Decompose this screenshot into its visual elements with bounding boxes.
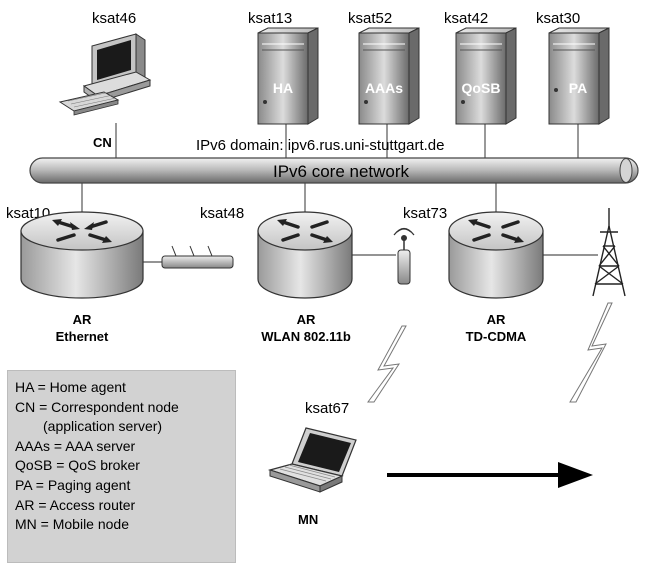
computer-icon xyxy=(58,33,152,116)
legend-item: QoSB = QoS broker xyxy=(15,457,140,474)
core-network-label: IPv6 core network xyxy=(273,162,410,181)
core-network-pipe: IPv6 core network xyxy=(29,157,639,184)
legend-item: CN = Correspondent node xyxy=(15,398,179,415)
router-icon xyxy=(257,211,353,299)
server-icon xyxy=(358,27,420,125)
legend-item: MN = Mobile node xyxy=(15,516,130,533)
cn-workstation: ksat46 CN xyxy=(58,10,152,150)
legend-item: (application server) xyxy=(43,418,163,435)
server-pa: ksat30 PA xyxy=(536,10,610,125)
router-type-eth: AR xyxy=(73,312,92,327)
wireless-signal-icon xyxy=(569,302,613,403)
legend-item: AAAs = AAA server xyxy=(15,437,136,454)
legend-item: AR = Access router xyxy=(15,496,136,513)
mobile-node: ksat67 MN xyxy=(267,400,357,527)
legend-item: HA = Home agent xyxy=(15,379,126,395)
router-wlan: ksat48 AR WLAN 802.11b xyxy=(200,205,353,344)
router-tech-wlan: WLAN 802.11b xyxy=(261,329,351,344)
server-icon xyxy=(455,27,517,125)
mn-label: MN xyxy=(298,512,318,527)
router-tech-eth: Ethernet xyxy=(56,329,109,344)
wireless-signal-icon xyxy=(367,325,407,403)
server-aaas: ksat52 AAAs xyxy=(348,10,420,125)
ethernet-hub xyxy=(161,245,234,269)
server-ha: ksat13 HA xyxy=(248,10,319,125)
server-icon xyxy=(548,27,610,125)
router-icon xyxy=(448,211,544,299)
server-qosb: ksat42 QoSB xyxy=(444,10,517,125)
server-icon xyxy=(257,27,319,125)
label-aaas: AAAs xyxy=(365,80,403,96)
hostname-aaas: ksat52 xyxy=(348,10,392,27)
hostname-ha: ksat13 xyxy=(248,10,292,27)
label-ha: HA xyxy=(273,80,293,96)
cell-tower-icon xyxy=(592,208,626,297)
domain-label: IPv6 domain: ipv6.rus.uni-stuttgart.de xyxy=(196,137,444,154)
hostname-ar-wlan: ksat48 xyxy=(200,205,244,222)
hostname-cn: ksat46 xyxy=(92,10,136,27)
hostname-pa: ksat30 xyxy=(536,10,580,27)
connection-lines xyxy=(81,123,598,263)
hostname-ar-tdcdma: ksat73 xyxy=(403,205,447,222)
router-ethernet: ksat10 AR Ethernet xyxy=(6,205,144,344)
cn-label: CN xyxy=(93,135,112,150)
laptop-icon xyxy=(267,427,357,493)
label-pa: PA xyxy=(569,80,587,96)
movement-arrow xyxy=(387,462,593,488)
router-icon xyxy=(20,211,144,299)
router-tdcdma: ksat73 AR TD-CDMA xyxy=(403,205,544,344)
router-type-wlan: AR xyxy=(297,312,316,327)
router-type-tdcdma: AR xyxy=(487,312,506,327)
hostname-qosb: ksat42 xyxy=(444,10,488,27)
legend-item: PA = Paging agent xyxy=(15,476,131,493)
access-point-icon xyxy=(393,227,415,285)
hostname-mn: ksat67 xyxy=(305,400,349,417)
legend-box: HA = Home agent CN = Correspondent node … xyxy=(7,370,236,563)
label-qosb: QoSB xyxy=(462,80,501,96)
router-tech-tdcdma: TD-CDMA xyxy=(466,329,527,344)
